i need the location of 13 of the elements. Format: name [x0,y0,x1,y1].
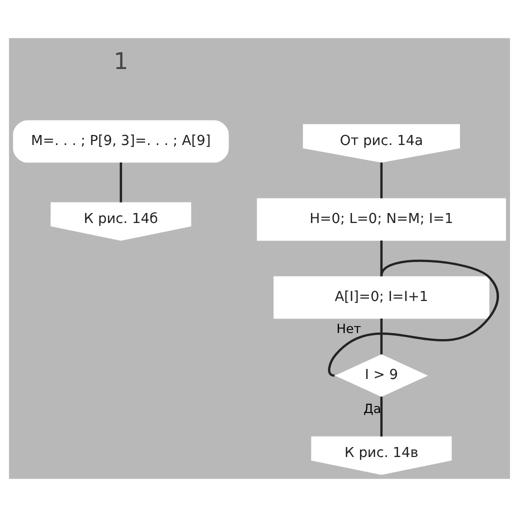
connector [380,396,382,436]
connector [380,240,382,276]
connector [328,259,498,376]
node-box: A[I]=0; I=I+1 [273,276,489,318]
node-box: M=. . . ; P[9, 3]=. . . ; A[9] [12,120,228,162]
label: 1 [113,48,128,75]
connector [380,162,382,198]
edge-label: Да [362,400,381,416]
edge-label: Нет [336,320,361,336]
node-box: H=0; L=0; N=M; I=1 [256,198,506,240]
connector [119,162,122,202]
node-diamond: I > 9 [334,354,428,396]
connector [380,318,382,354]
